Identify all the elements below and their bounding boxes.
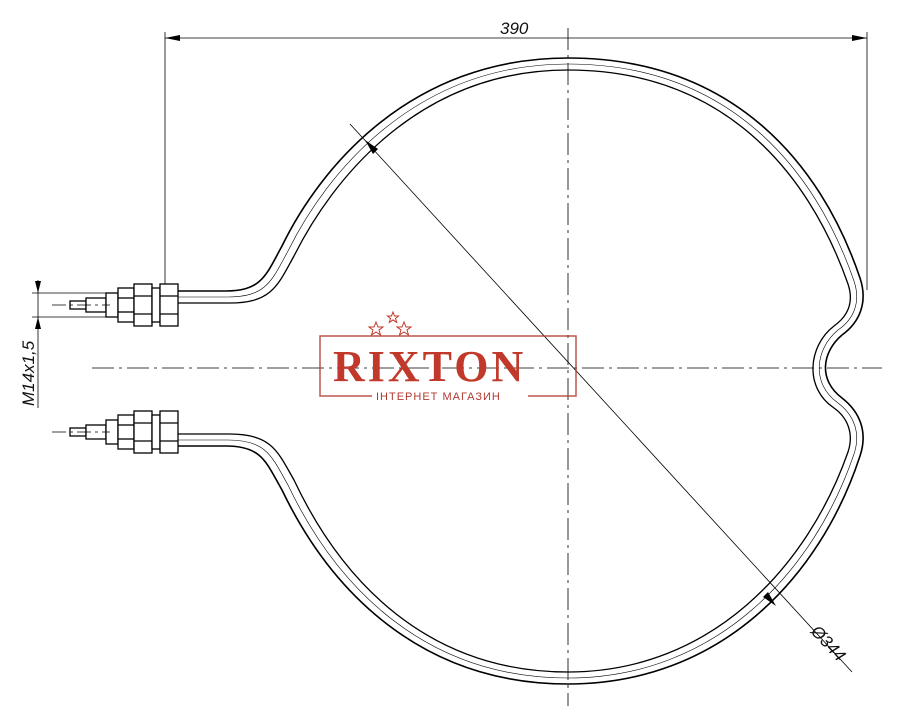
upper-nut-2	[133, 283, 153, 327]
watermark-tagline: ІНТЕРНЕТ МАГАЗИН	[376, 391, 501, 403]
width-arrow-right	[852, 35, 867, 41]
lower-nut-2	[133, 410, 153, 454]
thread-dimension-label: M14x1,5	[19, 340, 38, 406]
lead-center-lines	[52, 304, 110, 433]
upper-washer	[151, 287, 161, 323]
tube-outer-contour	[177, 57, 864, 685]
thread-arrow-bottom	[35, 317, 41, 329]
lower-nut-3	[159, 410, 179, 454]
diameter-dimension-label: Ø344	[806, 621, 849, 665]
diameter-arrow-bottom	[763, 592, 776, 606]
width-dimension-label: 390	[500, 19, 529, 38]
thread-dimension	[32, 280, 108, 408]
tube-center-line	[177, 63, 858, 679]
lower-nut-1	[117, 414, 135, 450]
thread-arrow-top	[35, 281, 41, 293]
diameter-dimension	[349, 123, 853, 673]
rixton-watermark: RIXTON ІНТЕРНЕТ МАГАЗИН	[319, 310, 577, 403]
heating-tube	[177, 57, 864, 685]
watermark-brand: RIXTON	[333, 342, 526, 391]
diameter-arrow-top	[365, 140, 378, 154]
tube-inner-contour	[177, 69, 851, 673]
width-dimension	[164, 32, 868, 290]
upper-nut-1	[117, 287, 135, 323]
lower-washer	[151, 414, 161, 450]
width-arrow-left	[165, 35, 180, 41]
diameter-leader-line	[349, 123, 853, 673]
star-icon	[367, 310, 413, 337]
center-lines	[92, 28, 882, 706]
upper-nut-3	[159, 283, 179, 327]
